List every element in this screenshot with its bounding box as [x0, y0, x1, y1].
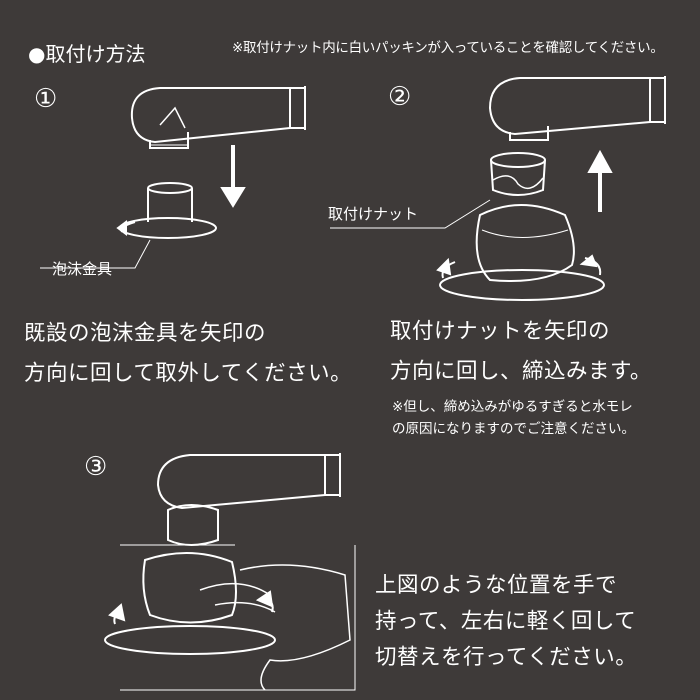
step-2-arrow-up-icon [587, 149, 613, 212]
step-1-line-1: 既設の泡沫金具を矢印の [24, 321, 267, 346]
step-2-caution-line-2: の原因になりますのでご注意ください。 [392, 421, 635, 437]
step-3-faucet-hand-illustration [104, 453, 356, 691]
step-3-instructions: 上図のような位置を手で 持って、左右に軽く回して 切替えを行ってください。 [375, 568, 637, 676]
nut-label: 取付けナット [328, 205, 419, 223]
step-2-nut-aerator-illustration [330, 152, 605, 301]
step-1-aerator-illustration [40, 182, 217, 269]
packing-note: ※取付けナット内に白いパッキンが入っていることを確認してください。 [232, 40, 664, 56]
step-2-instructions: 取付けナットを矢印の 方向に回し、締込みます。 [390, 312, 652, 392]
step-1-line-2: 方向に回して取外してください。 [24, 361, 353, 386]
step-2-number: ② [388, 82, 412, 112]
step-1-number: ① [34, 84, 58, 114]
step-2-faucet-illustration [488, 76, 666, 141]
step-1-arrow-down-icon [220, 145, 246, 208]
step-2-line-2: 方向に回し、締込みます。 [390, 359, 652, 384]
step-3-line-3: 切替えを行ってください。 [375, 645, 638, 670]
step-3-line-1: 上図のような位置を手で [375, 573, 618, 598]
step-2-caution-line-1: ※但し、締め込みがゆるすぎると水モレ [392, 399, 633, 415]
step-3-number: ③ [84, 452, 108, 482]
step-1-faucet-illustration [130, 86, 306, 149]
section-title: ●取付け方法 [28, 42, 146, 66]
aerator-label: 泡沫金具 [52, 260, 113, 278]
step-2-line-1: 取付けナットを矢印の [390, 319, 611, 344]
step-3-line-2: 持って、左右に軽く回して [375, 609, 637, 634]
step-1-instructions: 既設の泡沫金具を矢印の 方向に回して取外してください。 [24, 314, 352, 394]
step-2-caution: ※但し、締め込みがゆるすぎると水モレ の原因になりますのでご注意ください。 [392, 396, 635, 440]
